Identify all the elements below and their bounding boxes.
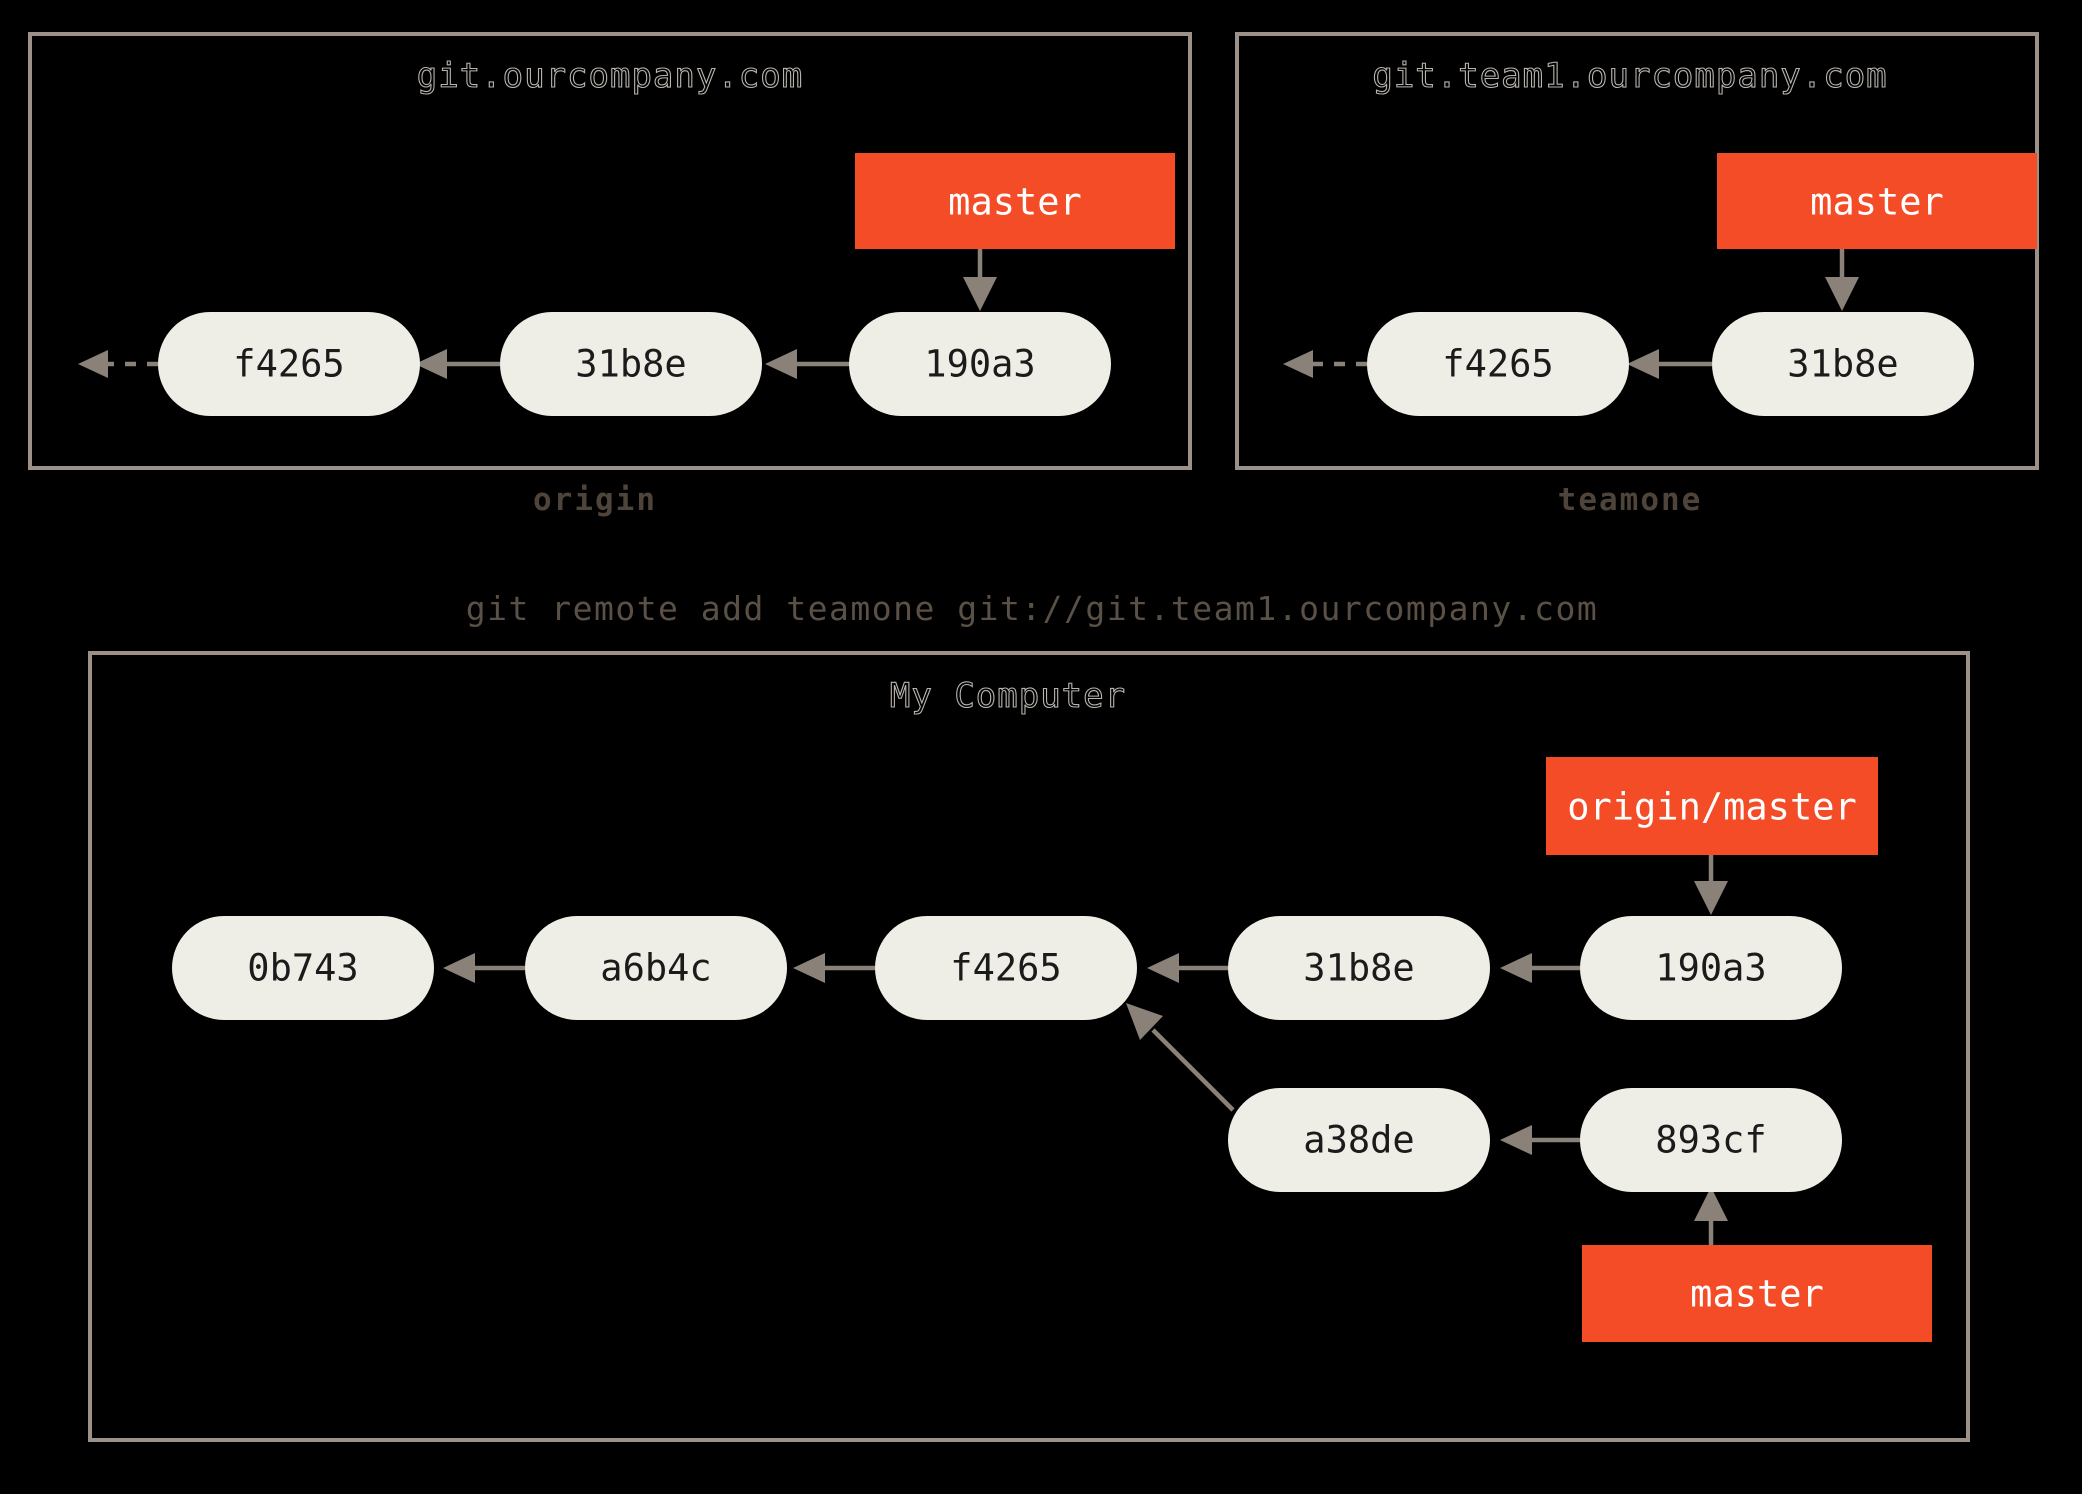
mc-commit-label-a6b4c: a6b4c: [600, 947, 711, 990]
origin-branch-label-master: master: [948, 181, 1082, 224]
panel-teamone-caption: teamone: [1558, 482, 1703, 518]
teamone-commit-31b8e[interactable]: [1712, 312, 1974, 416]
mc-branch-label-origin-master: origin/master: [1567, 786, 1857, 829]
panel-origin-caption: origin: [533, 482, 657, 518]
panel-teamone-border: [1235, 32, 2039, 470]
origin-commit-31b8e[interactable]: [500, 312, 762, 416]
mc-commit-label-0b743: 0b743: [247, 947, 358, 990]
origin-commit-label-190a3: 190a3: [924, 343, 1035, 386]
panel-origin-border: [28, 32, 1192, 470]
teamone-commit-label-f4265: f4265: [1442, 343, 1553, 386]
mc-arrowhead-31b8e: [1500, 953, 1532, 983]
origin-branch-arrowhead-master: [963, 277, 997, 311]
origin-truncation-arrowhead: [78, 350, 108, 378]
teamone-branch-label-master: master: [1810, 181, 1944, 224]
origin-commit-190a3[interactable]: [849, 312, 1111, 416]
mc-arrowhead-a38de: [1500, 1125, 1532, 1155]
teamone-commit-f4265[interactable]: [1367, 312, 1629, 416]
panel-mycomputer-border: [88, 651, 1970, 1442]
mc-commit-label-893cf: 893cf: [1655, 1119, 1766, 1162]
panel-origin-title: git.ourcompany.com: [417, 56, 803, 96]
mc-commit-31b8e[interactable]: [1228, 916, 1490, 1020]
panel-teamone-title: git.team1.ourcompany.com: [1372, 56, 1887, 96]
teamone-branch-arrowhead-master: [1825, 277, 1859, 311]
mc-branch-arrowhead-master: [1694, 1187, 1728, 1221]
mc-commit-label-a38de: a38de: [1303, 1119, 1414, 1162]
teamone-branch-box-master[interactable]: [1717, 153, 2037, 249]
mc-commit-0b743[interactable]: [172, 916, 434, 1020]
mc-branch-arrowhead-origin-master: [1694, 881, 1728, 915]
mc-commit-label-190a3: 190a3: [1655, 947, 1766, 990]
mc-arrowhead-a6b4c: [793, 953, 825, 983]
mc-arrowhead-f4265-from-a38de: [1126, 1003, 1163, 1040]
origin-commit-label-31b8e: 31b8e: [575, 343, 686, 386]
origin-branch-box-master[interactable]: [855, 153, 1175, 249]
mc-commit-a38de[interactable]: [1228, 1088, 1490, 1192]
origin-arrowhead-31b8e: [765, 349, 797, 379]
mc-commit-f4265[interactable]: [875, 916, 1137, 1020]
mc-edge-a38de-to-f4265: [1151, 1028, 1235, 1112]
mc-arrowhead-f4265: [1147, 953, 1179, 983]
mc-branch-box-origin-master[interactable]: [1546, 757, 1878, 855]
mc-commit-a6b4c[interactable]: [525, 916, 787, 1020]
command-line-text: git remote add teamone git://git.team1.o…: [466, 589, 1599, 628]
mc-commit-label-31b8e: 31b8e: [1303, 947, 1414, 990]
teamone-truncation-arrowhead: [1283, 350, 1313, 378]
panel-mycomputer-title: My Computer: [890, 676, 1126, 716]
mc-arrowhead-0b743: [443, 953, 475, 983]
origin-commit-f4265[interactable]: [158, 312, 420, 416]
origin-arrowhead-f4265: [415, 349, 447, 379]
mc-commit-label-f4265: f4265: [950, 947, 1061, 990]
teamone-arrowhead-f4265: [1627, 349, 1659, 379]
origin-commit-label-f4265: f4265: [233, 343, 344, 386]
mc-commit-190a3[interactable]: [1580, 916, 1842, 1020]
mc-branch-box-master[interactable]: [1582, 1245, 1932, 1342]
teamone-commit-label-31b8e: 31b8e: [1787, 343, 1898, 386]
mc-commit-893cf[interactable]: [1580, 1088, 1842, 1192]
mc-branch-label-master: master: [1690, 1273, 1824, 1316]
